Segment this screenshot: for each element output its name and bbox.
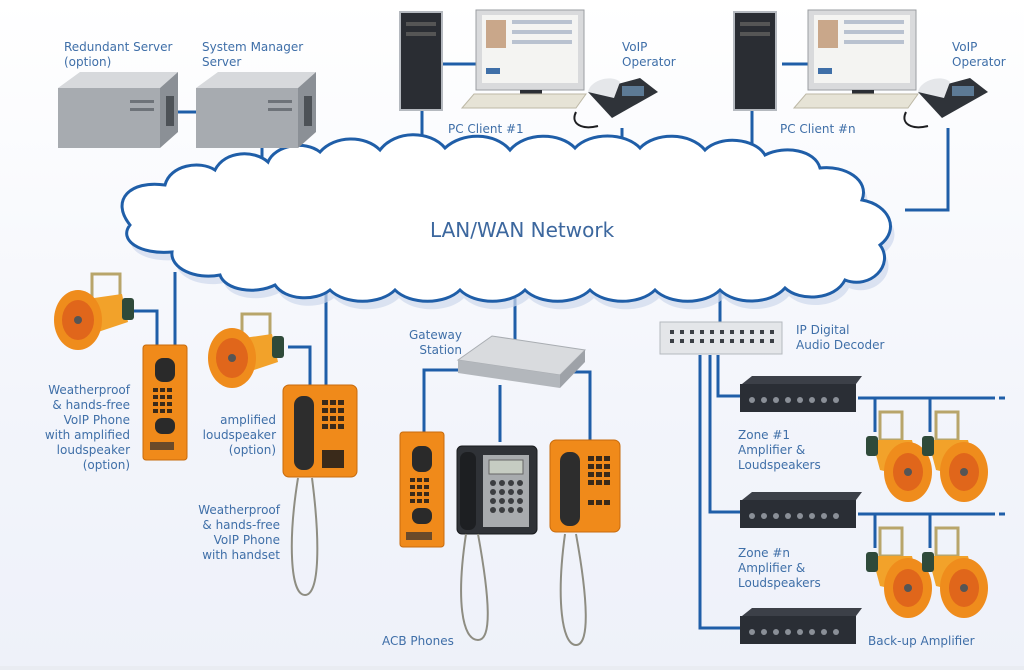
wall-phone-icon	[282, 384, 358, 597]
desktop-pc-icon	[399, 9, 587, 111]
label-system-manager-server: System Manager Server	[202, 40, 304, 69]
horn-loudspeaker-icon	[54, 272, 134, 350]
label-zone-n: Zone #n Amplifier & Loudspeakers	[738, 546, 821, 590]
label-redundant-server: Redundant Server (option)	[64, 40, 173, 69]
wire-decoder-to-backup	[698, 355, 740, 630]
wire-voipn-to-cloud	[905, 128, 950, 212]
label-gateway-station: Gateway Station	[408, 328, 462, 357]
server-icon	[196, 72, 316, 148]
horn-loudspeaker-icon	[866, 526, 932, 618]
amplifier-icon	[740, 608, 862, 644]
horn-loudspeaker-icon	[922, 526, 988, 618]
label-weatherproof-handset: Weatherproof & hands-free VoIP Phone wit…	[198, 503, 280, 562]
server-icon	[58, 72, 178, 148]
label-ip-digital-audio-decoder: IP Digital Audio Decoder	[796, 323, 885, 352]
label-voip-operator-1: VoIP Operator	[622, 40, 676, 69]
bottom-border	[0, 666, 1024, 670]
wall-phone-icon	[549, 439, 621, 647]
wall-phone-icon	[142, 344, 188, 461]
wire-speaker-to-phone-2	[288, 345, 312, 385]
label-pc-client-n: PC Client #n	[780, 122, 856, 136]
amplifier-icon	[740, 492, 862, 528]
label-acb-phones: ACB Phones	[382, 634, 454, 648]
desk-phone-icon	[573, 78, 658, 129]
desk-phone-icon	[903, 78, 988, 129]
wall-phone-icon	[456, 445, 538, 642]
label-weatherproof-amplified: Weatherproof & hands-free VoIP Phone wit…	[44, 383, 130, 472]
wire-decoder-to-zonen	[708, 355, 740, 514]
network-title: LAN/WAN Network	[430, 218, 615, 242]
wire-decoder-to-zone1	[716, 355, 740, 398]
wire-gateway-to-acb-3	[568, 370, 592, 440]
wall-phone-icon	[399, 431, 445, 548]
audio-decoder-icon	[659, 321, 783, 355]
label-voip-operator-n: VoIP Operator	[952, 40, 1006, 69]
label-backup-amplifier: Back-up Amplifier	[868, 634, 975, 648]
horn-loudspeaker-icon	[208, 312, 284, 388]
label-zone-1: Zone #1 Amplifier & Loudspeakers	[738, 428, 821, 472]
wire-gateway-to-acb-1	[422, 368, 458, 432]
gateway-icon	[456, 335, 587, 388]
amplifier-icon	[740, 376, 862, 412]
desktop-pc-icon	[733, 9, 919, 111]
label-amplified-loudspeaker: amplified loudspeaker (option)	[202, 413, 276, 457]
horn-loudspeaker-icon	[866, 410, 932, 502]
horn-loudspeaker-icon	[922, 410, 988, 502]
cloud-network-icon	[120, 133, 892, 303]
label-pc-client-1: PC Client #1	[448, 122, 524, 136]
wire-speaker-to-phone-1	[133, 309, 159, 345]
